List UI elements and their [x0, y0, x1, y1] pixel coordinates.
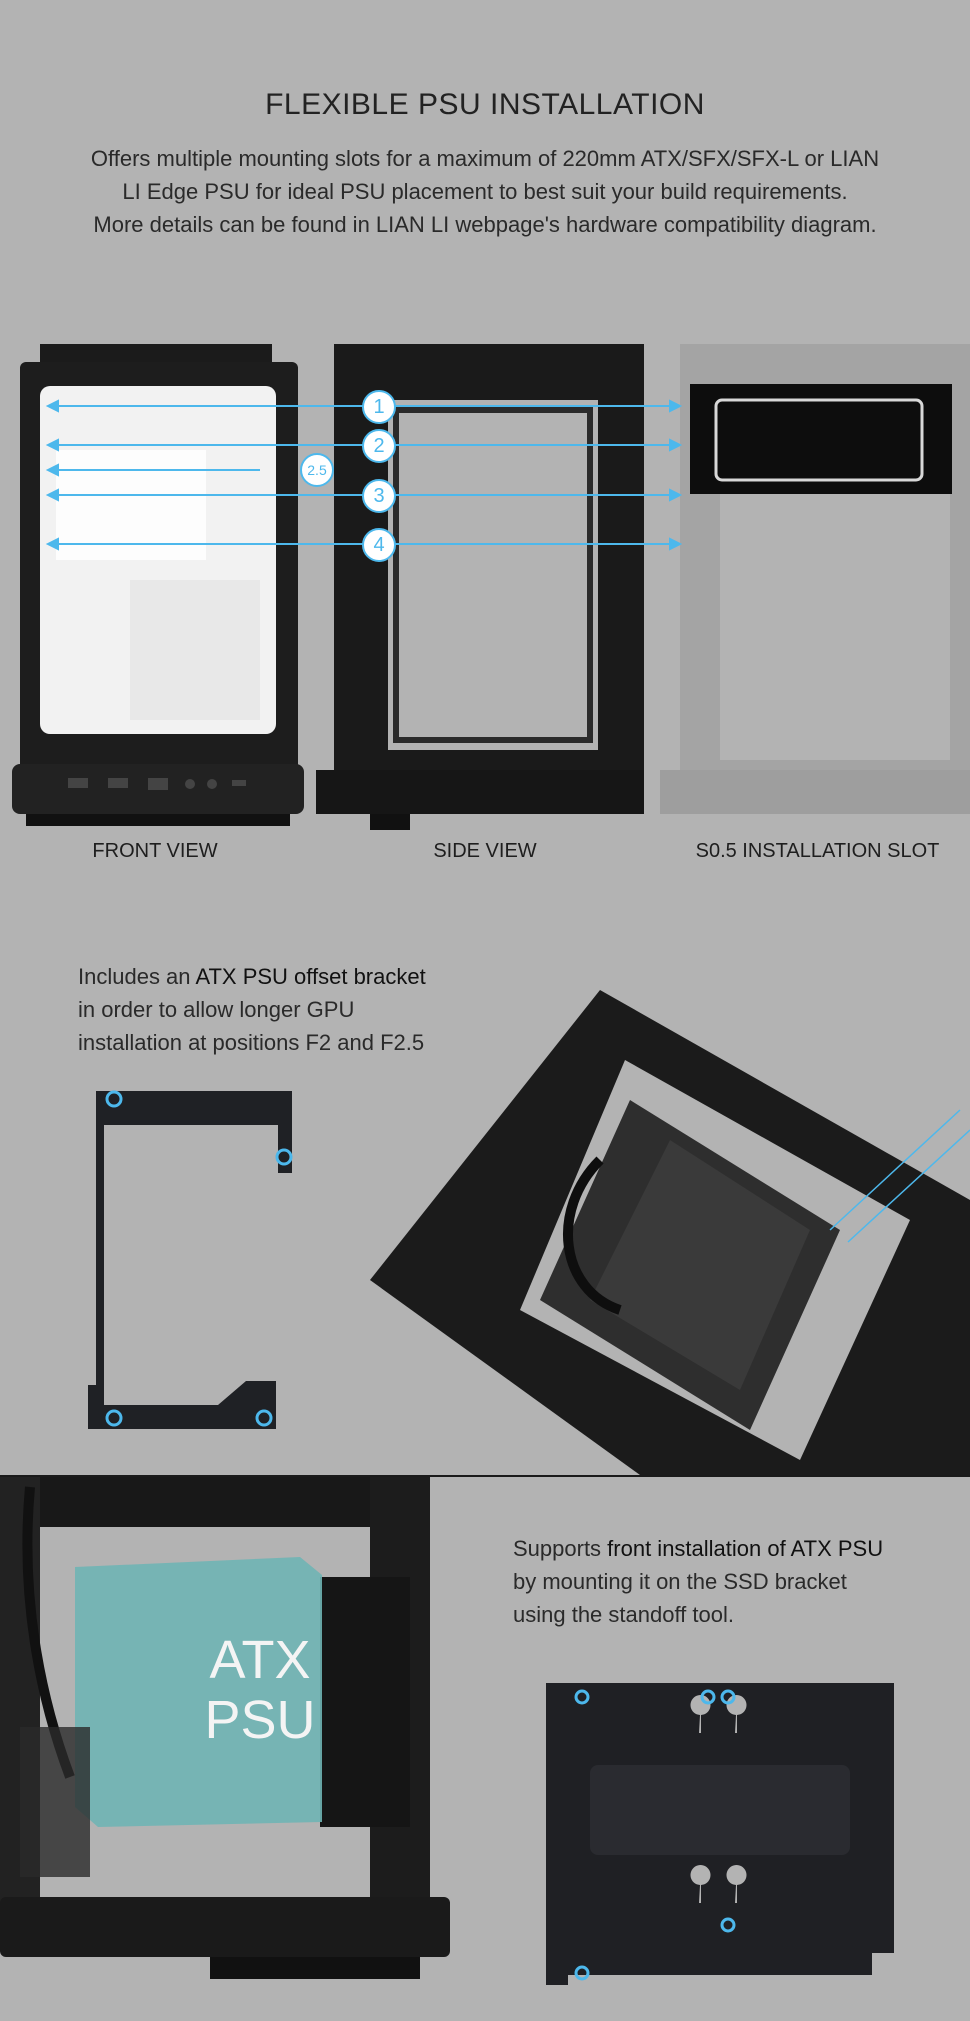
intro-line-2: LI Edge PSU for ideal PSU placement to b… — [122, 179, 848, 204]
intro-description: Offers multiple mounting slots for a max… — [40, 142, 930, 241]
slot-marker-2-5: 2.5 — [300, 453, 334, 487]
slot-marker-4: 4 — [362, 528, 396, 562]
offset-bracket-line-1: Includes an ATX PSU offset bracket — [78, 964, 426, 989]
front-view-label: FRONT VIEW — [92, 840, 218, 862]
slot-marker-2: 2 — [362, 429, 396, 463]
rotated-chassis-psu — [370, 990, 970, 1475]
psu-slot-diagram — [12, 344, 970, 830]
intro-line-3: More details can be found in LIAN LI web… — [93, 212, 877, 237]
slot-view-label: S0.5 INSTALLATION SLOT — [695, 840, 940, 862]
offset-bracket-line-3: installation at positions F2 and F2.5 — [78, 1030, 425, 1055]
offset-bracket-text: Includes an ATX PSU offset bracket in or… — [78, 960, 498, 1059]
slot-marker-3: 3 — [362, 479, 396, 513]
page-title: FLEXIBLE PSU INSTALLATION — [265, 88, 705, 121]
front-install-line-2: by mounting it on the SSD bracket — [513, 1569, 847, 1594]
front-install-text: Supports front installation of ATX PSU b… — [513, 1532, 953, 1631]
section-divider — [0, 1475, 970, 1477]
front-view-chassis — [12, 344, 304, 826]
front-install-line-1: Supports front installation of ATX PSU — [513, 1536, 884, 1561]
offset-bracket-line-2: in order to allow longer GPU — [78, 997, 355, 1022]
slot-s05-bracket — [690, 384, 952, 494]
offset-bracket-illustration — [88, 1090, 293, 1429]
front-install-chassis — [0, 1477, 450, 1979]
psu-box-label: ATX PSU — [180, 1630, 340, 1750]
slot-marker-1: 1 — [362, 390, 396, 424]
front-install-line-3: using the standoff tool. — [513, 1602, 734, 1627]
psu-box-line-1: ATX — [209, 1630, 311, 1690]
side-view-label: SIDE VIEW — [433, 840, 537, 862]
ssd-bracket-illustration — [546, 1683, 894, 1985]
psu-box-line-2: PSU — [204, 1690, 316, 1750]
intro-line-1: Offers multiple mounting slots for a max… — [90, 146, 880, 171]
